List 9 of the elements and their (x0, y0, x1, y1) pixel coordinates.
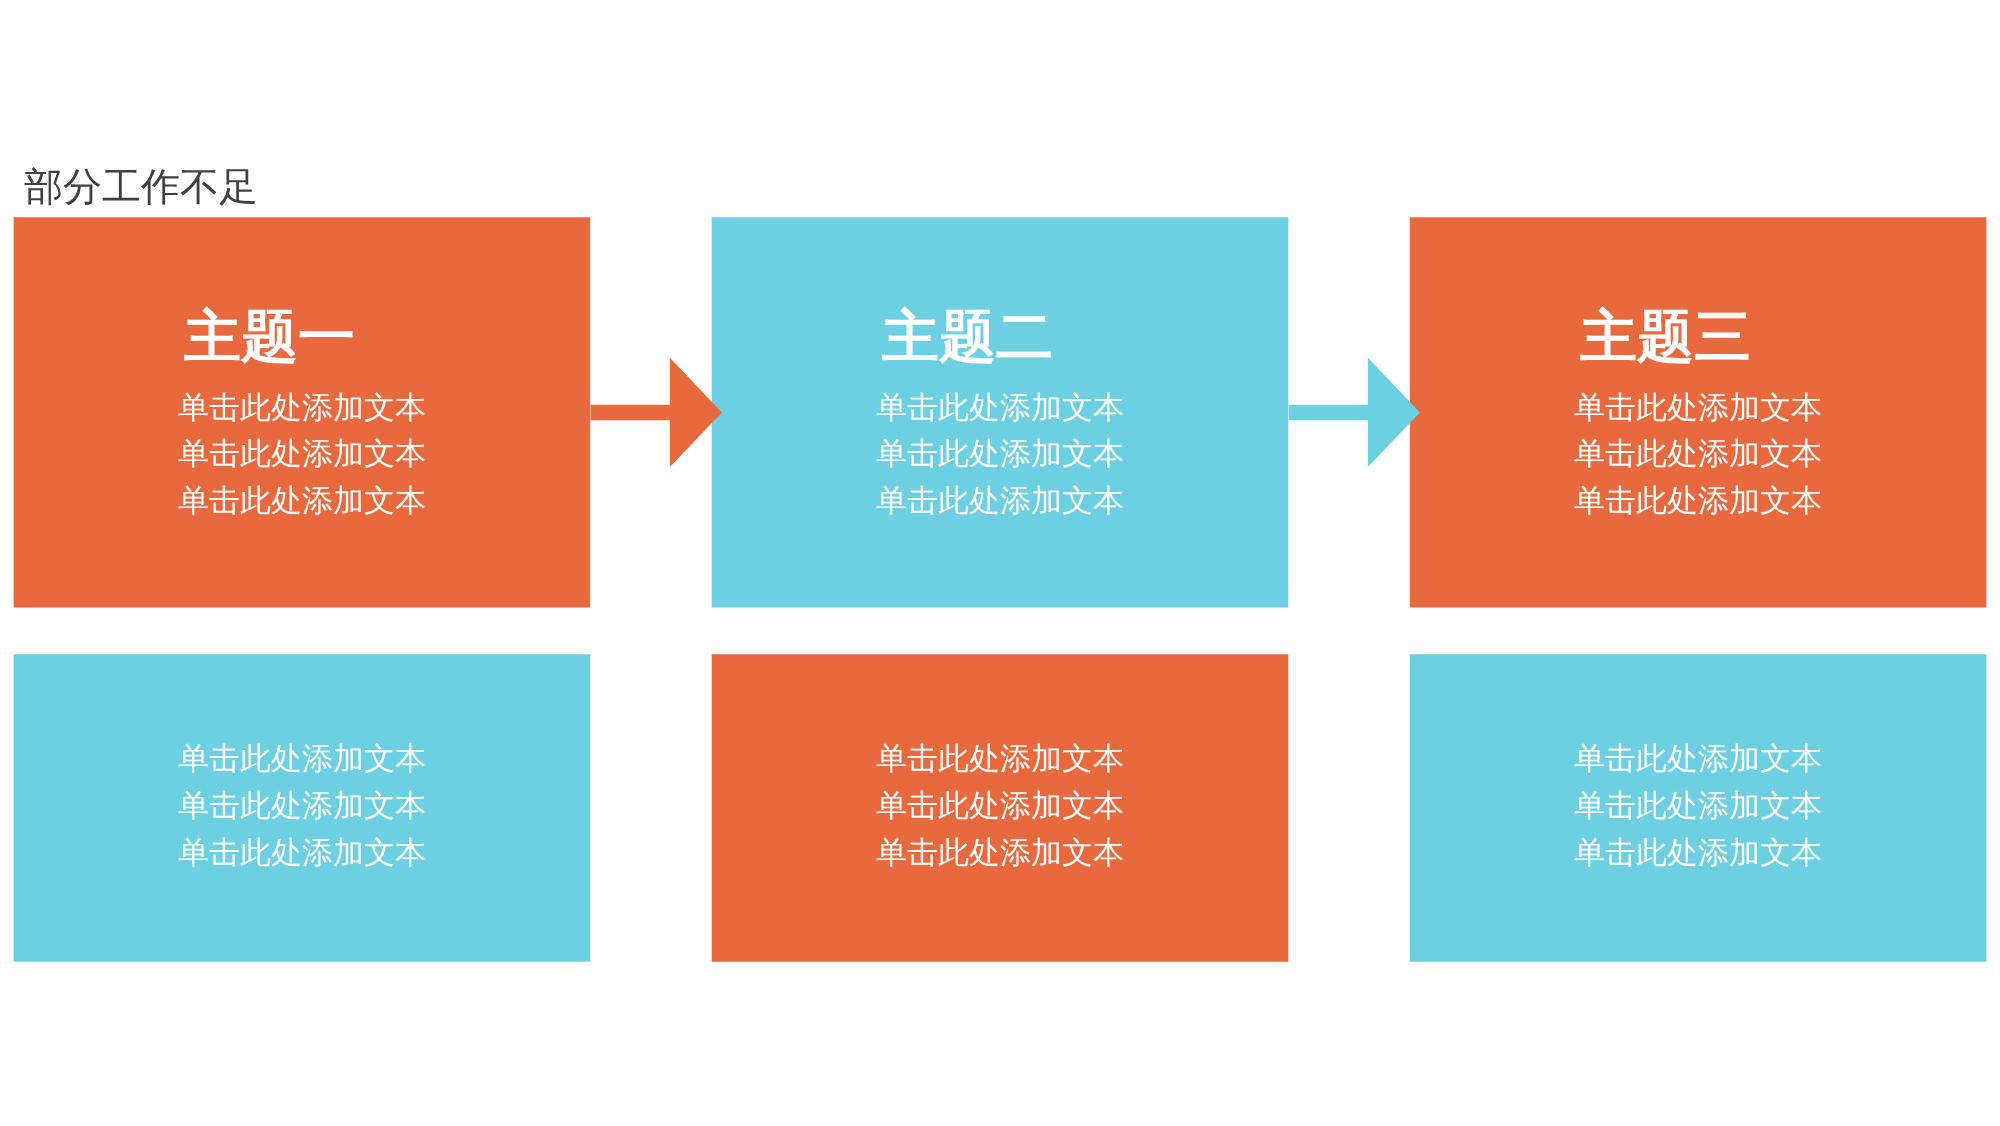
node-box: 主题二 单击此处添加文本 单击此处添加文本 单击此处添加文本 (711, 217, 1289, 608)
node-box: 单击此处添加文本 单击此处添加文本 单击此处添加文本 (1409, 654, 1987, 962)
arrow (1288, 357, 1420, 468)
node-box: 单击此处添加文本 单击此处添加文本 单击此处添加文本 (711, 654, 1289, 962)
diagram-title: 部分工作不足 (23, 164, 258, 210)
node-box: 单击此处添加文本 单击此处添加文本 单击此处添加文本 (13, 654, 591, 962)
node-box: 主题一 单击此处添加文本 单击此处添加文本 单击此处添加文本 (13, 217, 591, 608)
arrow (590, 357, 722, 468)
node-box: 主题三 单击此处添加文本 单击此处添加文本 单击此处添加文本 (1409, 217, 1987, 608)
